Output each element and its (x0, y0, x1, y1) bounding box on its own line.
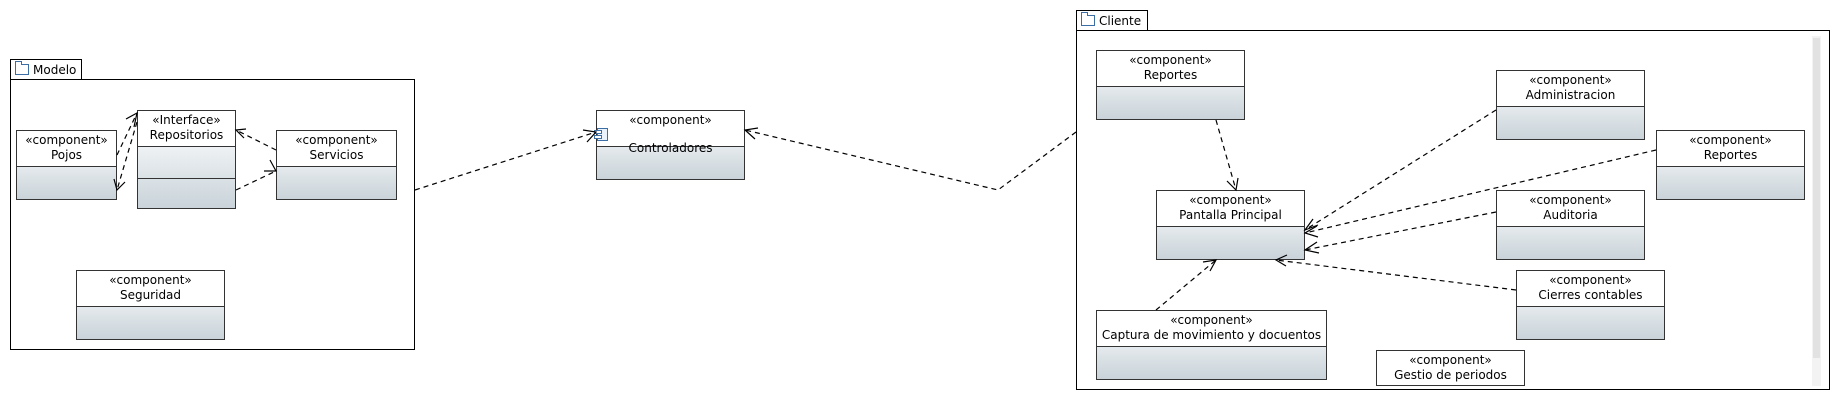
package-cliente-label: Cliente (1099, 14, 1142, 28)
arrowhead (264, 159, 278, 172)
dependency-servicios-repositorios (235, 129, 277, 151)
component-name: Pojos (50, 148, 83, 162)
dependency-auditoria-pantalla (1304, 211, 1497, 251)
arrowhead (1226, 177, 1239, 192)
arrowhead (1274, 254, 1288, 267)
component-name: Repositorios (149, 128, 224, 142)
component-name: Controladores (628, 141, 713, 155)
component-name: Reportes (1143, 68, 1198, 82)
component-servicios[interactable]: «component»Servicios (276, 130, 397, 200)
dependency-captura-pantalla (1155, 259, 1217, 311)
arrowhead (1303, 225, 1319, 238)
stereotype-label: «component» (1129, 53, 1212, 67)
component-name: Auditoria (1543, 208, 1598, 222)
package-modelo-label: Modelo (33, 63, 77, 77)
component-pojos[interactable]: «component»Pojos (16, 130, 117, 200)
component-name: Reportes (1703, 148, 1758, 162)
arrowhead (1303, 241, 1320, 254)
dependency-cliente-controladores (744, 129, 1077, 191)
stereotype-label: «component» (1529, 73, 1612, 87)
component-administracion[interactable]: «component»Administracion (1496, 70, 1645, 140)
arrowhead (1303, 218, 1319, 232)
arrowhead (125, 111, 138, 128)
stereotype-label: «Interface» (152, 113, 221, 127)
component-cierres-contables[interactable]: «component»Cierres contables (1516, 270, 1665, 340)
package-cliente-tab[interactable]: Cliente (1076, 10, 1148, 30)
stereotype-label: «component» (109, 273, 192, 287)
component-name: Gestio de periodos (1394, 368, 1507, 382)
stereotype-label: «component» (1189, 193, 1272, 207)
component-seguridad[interactable]: «component»Seguridad (76, 270, 225, 340)
component-reportes-top[interactable]: «component»Reportes (1096, 50, 1245, 120)
component-icon (594, 128, 608, 141)
stereotype-label: «component» (1549, 273, 1632, 287)
dependency-modelo-controladores (414, 131, 597, 191)
arrowhead (582, 129, 598, 143)
component-pantalla-principal[interactable]: «component»Pantalla Principal (1156, 190, 1305, 260)
dependency-administracion-pantalla (1304, 109, 1497, 231)
component-controladores[interactable]: «component» Controladores (594, 110, 745, 180)
stereotype-label: «component» (1409, 353, 1492, 367)
dependency-reportes-pantalla (1215, 119, 1237, 191)
dependency-reportes-right-pantalla (1304, 149, 1657, 234)
dependency-repositorios-servicios (235, 170, 277, 191)
stereotype-label: «component» (295, 133, 378, 147)
stereotype-label: «component» (629, 113, 712, 127)
folder-icon (15, 61, 29, 75)
component-gestio-periodos[interactable]: «component»Gestio de periodos (1376, 350, 1525, 386)
interface-repositorios[interactable]: «Interface»Repositorios (137, 110, 236, 209)
component-name: Administracion (1525, 88, 1616, 102)
folder-icon (1081, 12, 1095, 26)
component-name: Servicios (309, 148, 364, 162)
dependency-cierres-pantalla (1275, 259, 1517, 291)
component-name: Captura de movimiento y docuentos (1101, 328, 1322, 342)
component-name: Seguridad (119, 288, 182, 302)
component-captura[interactable]: «component»Captura de movimiento y docue… (1096, 310, 1327, 380)
dependency-repositorios-pojos (116, 121, 138, 191)
arrowhead (113, 178, 126, 192)
vertical-scrollbar[interactable] (1812, 36, 1821, 386)
component-auditoria[interactable]: «component»Auditoria (1496, 190, 1645, 260)
dependency-pojos-repositorios (116, 112, 138, 156)
arrowhead (743, 127, 759, 140)
arrowhead (1202, 259, 1218, 272)
package-modelo-tab[interactable]: Modelo (10, 59, 82, 79)
arrowhead (234, 128, 247, 139)
component-name: Pantalla Principal (1179, 208, 1282, 222)
scrollbar-thumb[interactable] (1813, 38, 1820, 358)
stereotype-label: «component» (1689, 133, 1772, 147)
component-name: Cierres contables (1538, 288, 1643, 302)
stereotype-label: «component» (1170, 313, 1253, 327)
interface-compartment (138, 146, 235, 179)
stereotype-label: «component» (1529, 193, 1612, 207)
component-reportes-right[interactable]: «component»Reportes (1656, 130, 1805, 200)
stereotype-label: «component» (25, 133, 108, 147)
